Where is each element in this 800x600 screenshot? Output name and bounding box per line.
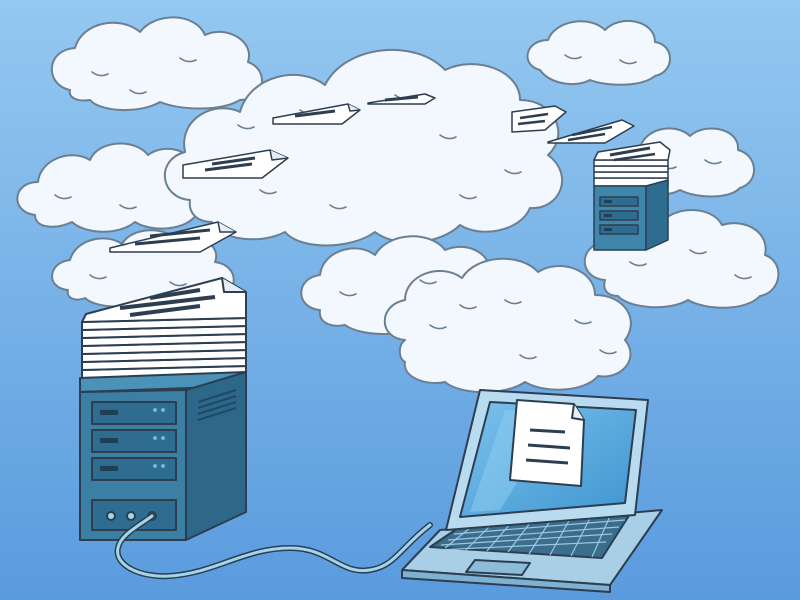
floating-document-6 (109, 221, 237, 253)
paper-stack (81, 277, 247, 379)
floating-document-3 (367, 93, 436, 105)
screen-document (509, 399, 585, 487)
network-cable-core (116, 514, 432, 578)
cloud-top-right (526, 20, 671, 86)
drive-bays (91, 401, 177, 481)
floating-document-1 (182, 149, 289, 179)
floating-document-5 (547, 119, 635, 144)
floating-document-2 (272, 103, 361, 125)
floating-document-4 (511, 105, 567, 133)
cloud-bottom-center (383, 257, 632, 394)
laptop-touchpad (465, 559, 531, 576)
keyboard-keys (435, 515, 626, 558)
server-tower-remote (593, 141, 671, 251)
laptop (401, 389, 663, 593)
cloud-top-left (50, 16, 263, 112)
side-vents (197, 389, 237, 421)
server-tower-local (79, 277, 247, 541)
